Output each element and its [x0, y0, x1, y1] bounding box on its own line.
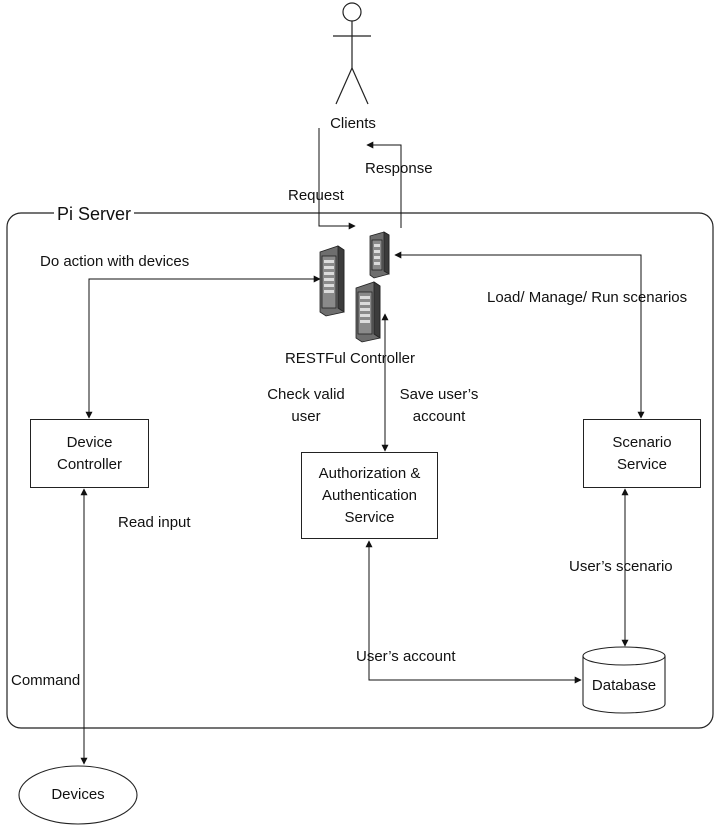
restful-controller-label: RESTFul Controller: [284, 350, 416, 367]
devices-label: Devices: [51, 786, 105, 803]
database-label: Database: [591, 677, 657, 694]
response-label: Response: [365, 160, 433, 177]
do-action-label: Do action with devices: [40, 253, 190, 270]
scenario-service-label-line1: Scenario: [612, 433, 672, 451]
clients-label: Clients: [330, 115, 376, 132]
scenario-service-label-line2: Service: [616, 455, 667, 473]
load-manage-arrow: [394, 251, 645, 419]
users-scenario-label: User’s scenario: [569, 558, 673, 575]
devices-ellipse: [18, 765, 138, 825]
scenario-service-box: Scenario Service: [583, 419, 701, 488]
load-manage-label: Load/ Manage/ Run scenarios: [487, 289, 688, 306]
auth-service-label-line1: Authorization &: [318, 464, 421, 482]
save-account-label-line2: account: [412, 408, 466, 425]
do-action-arrow: [85, 275, 321, 419]
account-database-arrow: [365, 540, 582, 684]
save-account-label-line1: Save user’s: [399, 386, 479, 403]
pi-server-title: Pi Server: [54, 202, 135, 226]
device-controller-label-line1: Device: [66, 433, 113, 451]
request-arrow: [318, 128, 356, 230]
request-label: Request: [288, 187, 344, 204]
pi-server-container: [6, 212, 714, 729]
device-controller-box: Device Controller: [30, 419, 149, 488]
auth-service-label-line2: Authentication: [321, 486, 418, 504]
check-valid-label-line2: user: [291, 408, 321, 425]
auth-service-label-line3: Service: [344, 508, 395, 526]
clients-actor-icon: [333, 2, 371, 105]
command-label: Command: [11, 672, 81, 689]
response-arrow: [366, 141, 402, 228]
check-valid-label-line1: Check valid: [267, 386, 345, 403]
users-account-label: User’s account: [356, 648, 456, 665]
read-input-label: Read input: [118, 514, 191, 531]
auth-service-box: Authorization & Authentication Service: [301, 452, 438, 539]
device-controller-label-line2: Controller: [56, 455, 123, 473]
server-icon: [319, 231, 390, 343]
database-cylinder: [582, 646, 666, 714]
